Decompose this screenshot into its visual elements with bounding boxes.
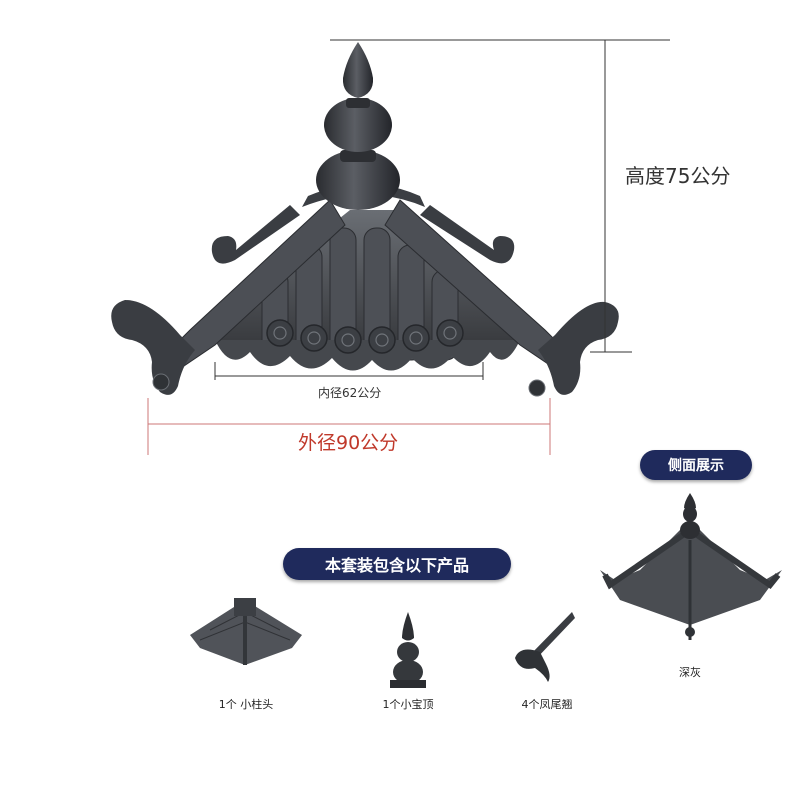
hip-ridges — [111, 199, 619, 397]
roof-tiles — [215, 210, 520, 371]
height-label: 高度75公分 — [625, 164, 731, 188]
rear-ridge-ends — [211, 205, 515, 264]
kit-heading-badge: 本套装包含以下产品 — [283, 548, 511, 580]
kit-item-pillar-head-label: 1个 小柱头 — [218, 698, 274, 711]
kit-item-finial-label: 1个小宝顶 — [382, 698, 434, 711]
side-view-badge: 侧面展示 — [640, 450, 752, 480]
outer-diameter-label: 外径90公分 — [298, 432, 399, 454]
kit-item-phoenix-tail-label: 4个凤尾翘 — [521, 698, 573, 711]
inner-diameter-label: 内径62公分 — [318, 386, 382, 400]
color-label: 深灰 — [679, 666, 701, 679]
finial — [302, 42, 425, 210]
